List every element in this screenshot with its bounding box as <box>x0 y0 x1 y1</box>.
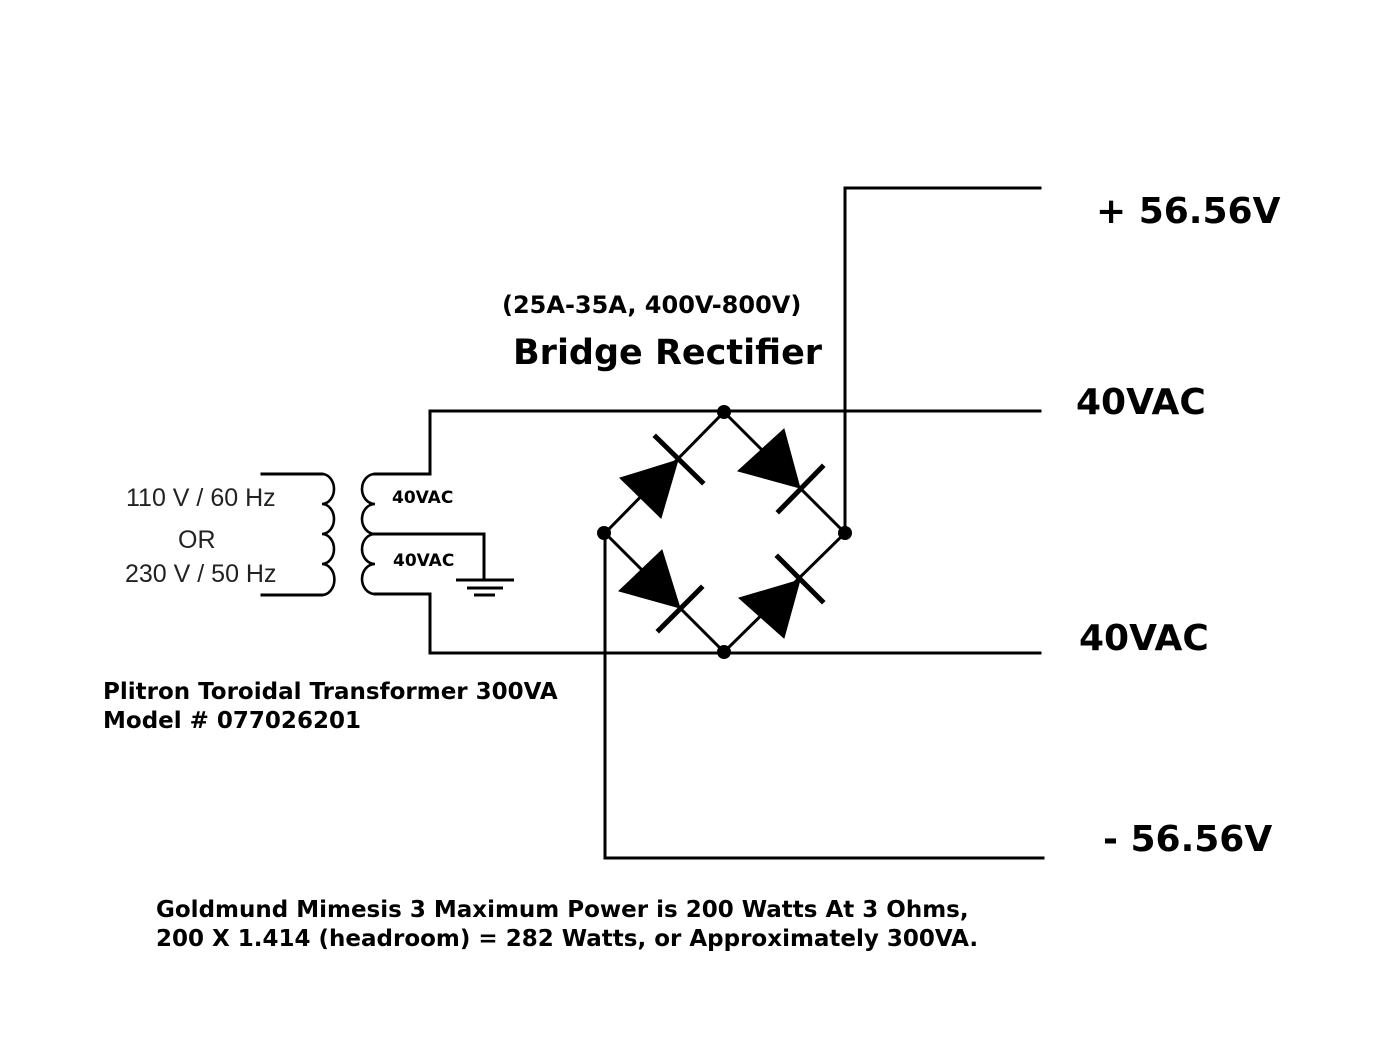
wire-ac-bottom <box>428 592 1042 655</box>
diode-top-right-body <box>736 428 801 489</box>
note-line-2: 200 X 1.414 (headroom) = 282 Watts, or A… <box>156 926 979 952</box>
primary-winding <box>321 472 336 597</box>
secondary-winding-bottom <box>360 532 376 596</box>
diode-top-left <box>619 433 706 519</box>
node-left <box>597 526 611 540</box>
transformer-primary-coil <box>321 472 336 597</box>
ground-icon <box>456 578 514 597</box>
output-ac-top-label: 40VAC <box>1076 382 1206 423</box>
diode-bottom-left-cathode <box>655 584 705 634</box>
note-line-1: Goldmund Mimesis 3 Maximum Power is 200 … <box>156 897 969 923</box>
primary-or-label: OR <box>178 526 216 554</box>
output-ac-bottom-label: 40VAC <box>1079 618 1209 659</box>
node-bottom <box>717 645 731 659</box>
diode-bottom-right <box>737 553 826 639</box>
transformer-secondary-coil <box>360 472 376 596</box>
wire-negative-output <box>603 531 1045 860</box>
wire-ac-top <box>428 409 1042 476</box>
node-top <box>717 405 731 419</box>
output-positive-label: + 56.56V <box>1096 191 1281 232</box>
junction-nodes <box>597 405 852 659</box>
diode-top-left-body <box>619 459 679 519</box>
wire-center-tap <box>370 532 486 581</box>
transformer-name-label: Plitron Toroidal Transformer 300VA <box>103 679 558 705</box>
diode-bottom-right-cathode <box>774 553 826 605</box>
primary-voltage-label-1: 110 V / 60 Hz <box>126 484 276 512</box>
node-right <box>838 526 852 540</box>
diode-bottom-left <box>618 549 705 634</box>
rectifier-title-label: Bridge Rectifier <box>513 333 823 373</box>
output-negative-label: - 56.56V <box>1103 819 1273 860</box>
diode-top-right-cathode <box>775 463 826 515</box>
diode-bottom-right-body <box>737 579 801 639</box>
secondary-bottom-label: 40VAC <box>393 551 455 571</box>
rectifier-rating-label: (25A-35A, 400V-800V) <box>502 291 802 319</box>
diode-top-right <box>736 428 826 515</box>
secondary-top-label: 40VAC <box>392 488 454 508</box>
diode-bottom-left-body <box>618 549 681 609</box>
wires <box>260 186 1045 860</box>
primary-voltage-label-2: 230 V / 50 Hz <box>125 560 277 588</box>
diode-top-left-cathode <box>652 433 706 486</box>
wire-positive-output <box>843 186 1042 535</box>
transformer-model-label: Model # 077026201 <box>103 708 361 734</box>
bridge-frame <box>602 409 848 655</box>
secondary-winding-top <box>360 472 376 536</box>
